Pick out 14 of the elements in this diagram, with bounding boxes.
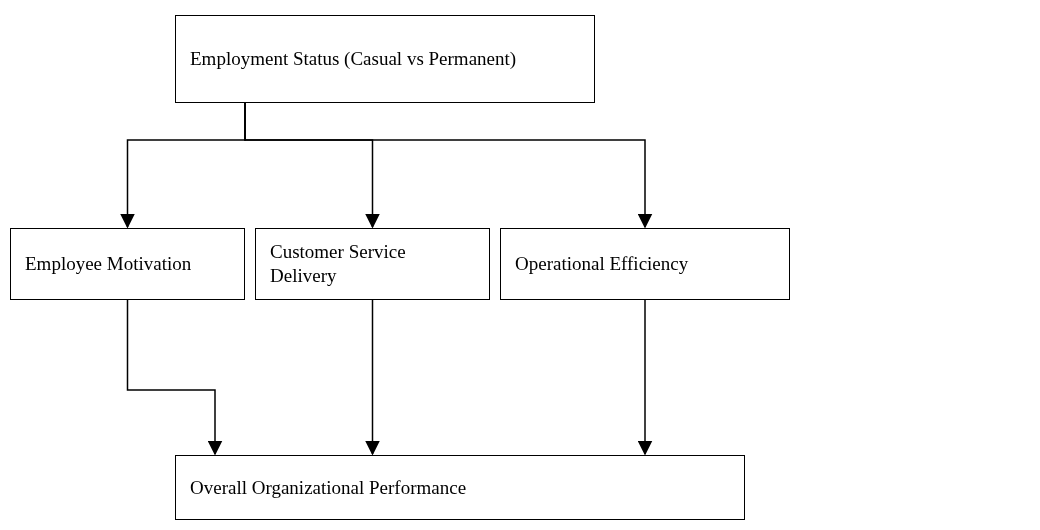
box-label: Overall Organizational Performance: [190, 475, 467, 500]
box-label: Employment Status (Casual vs Permanent): [190, 47, 517, 71]
arrow: [126, 299, 223, 456]
text-box: [175, 455, 745, 520]
box-label: Operational Efficiency: [515, 252, 689, 276]
text-box: [10, 228, 245, 300]
arrow: [244, 102, 653, 229]
arrow: [637, 299, 653, 456]
text-box: [255, 228, 490, 300]
box-label: Customer Service Delivery: [270, 240, 407, 288]
arrow: [365, 299, 380, 456]
text-box: [500, 228, 790, 300]
box-label: Employee Motivation: [25, 252, 192, 276]
text-box: [175, 15, 595, 103]
